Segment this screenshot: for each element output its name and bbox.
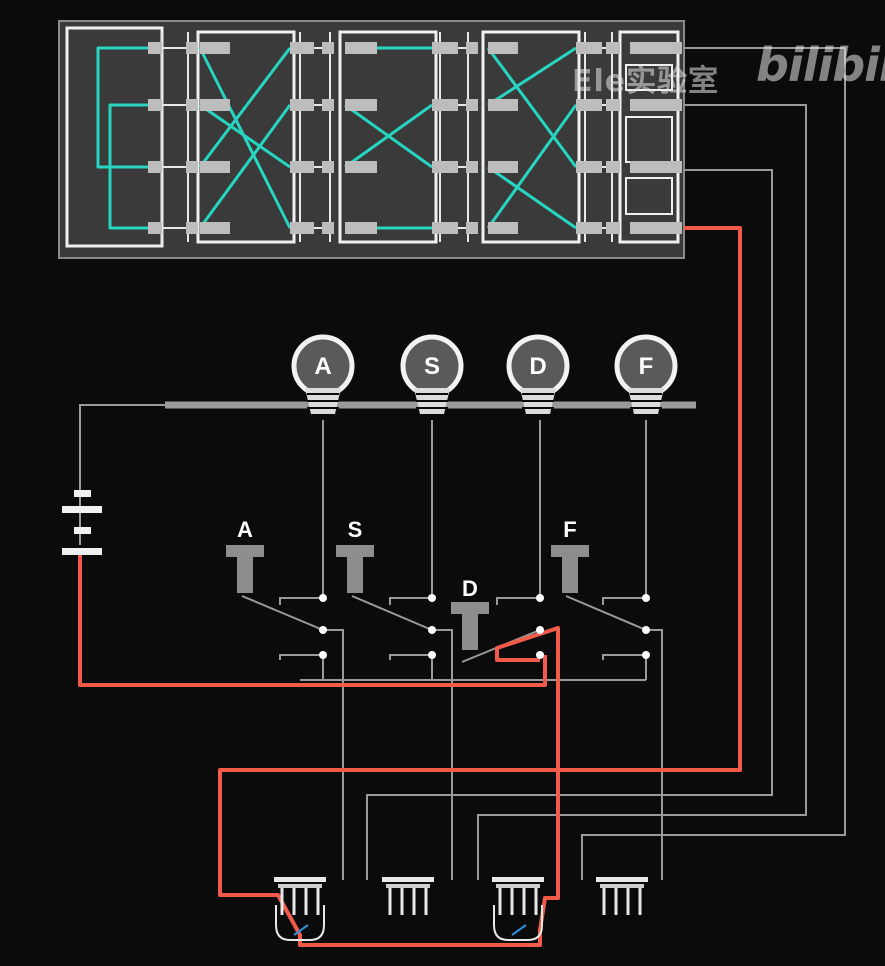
rotor-contact bbox=[432, 222, 458, 234]
rotor-contact bbox=[345, 99, 377, 111]
active-current-path bbox=[78, 226, 742, 947]
rotor-3-frame bbox=[196, 30, 296, 244]
lamp-label: D bbox=[529, 353, 546, 380]
rotor-contact bbox=[576, 99, 602, 111]
rotor-contact bbox=[345, 161, 377, 173]
lamp-label: S bbox=[424, 353, 440, 380]
rotor-contact bbox=[322, 42, 334, 54]
lamp-f: F bbox=[614, 334, 678, 414]
plug-socket bbox=[382, 877, 434, 915]
rotor-contact bbox=[466, 42, 478, 54]
lamp-s: S bbox=[400, 334, 464, 414]
lamp-a: A bbox=[291, 334, 355, 414]
rotor-contact bbox=[576, 222, 602, 234]
rotor-contact bbox=[148, 99, 162, 111]
rotor-contact bbox=[345, 42, 377, 54]
watermark-text: Ele实验室 bbox=[572, 64, 720, 99]
rotor-contact bbox=[148, 161, 162, 173]
plug-socket bbox=[492, 877, 544, 941]
rotor-contact bbox=[200, 222, 230, 234]
circuit-wires bbox=[79, 47, 846, 880]
rotor-contact bbox=[322, 99, 334, 111]
plugboard-sockets bbox=[274, 877, 648, 941]
key-label: A bbox=[237, 517, 253, 542]
rotor-contact bbox=[606, 161, 620, 173]
key-a-button[interactable]: A bbox=[226, 517, 264, 593]
key-label: F bbox=[563, 517, 576, 542]
rotor-contact bbox=[186, 161, 198, 173]
entry-wheel-frame bbox=[618, 30, 680, 244]
entry-contact bbox=[630, 222, 682, 234]
rotor-contact bbox=[488, 222, 518, 234]
rotor-contact bbox=[200, 161, 230, 173]
rotor-contact bbox=[606, 42, 620, 54]
key-label: S bbox=[348, 517, 363, 542]
rotor-contact bbox=[290, 42, 314, 54]
rotor-contact bbox=[200, 42, 230, 54]
rotor-scramble-wiring bbox=[96, 46, 578, 230]
rotor-contact bbox=[432, 42, 458, 54]
key-label: D bbox=[462, 576, 478, 601]
rotor-contact bbox=[290, 161, 314, 173]
rotor-contact bbox=[432, 161, 458, 173]
entry-contact bbox=[630, 99, 682, 111]
rotor-contact bbox=[186, 222, 198, 234]
plug-socket bbox=[274, 877, 326, 941]
rotor-contact bbox=[576, 161, 602, 173]
lamp-label: A bbox=[314, 353, 331, 380]
switch-contacts bbox=[319, 594, 650, 659]
rotor-1-frame bbox=[481, 30, 581, 244]
rotor-contact bbox=[186, 42, 198, 54]
rotor-contact bbox=[576, 42, 602, 54]
rotor-contact bbox=[432, 99, 458, 111]
rotor-contact bbox=[290, 99, 314, 111]
rotor-contact bbox=[606, 222, 620, 234]
lamp-label: F bbox=[639, 353, 654, 380]
rotor-contact bbox=[488, 42, 518, 54]
rotor-contact bbox=[322, 222, 334, 234]
key-s-button[interactable]: S bbox=[336, 517, 374, 593]
rotor-contact bbox=[148, 222, 162, 234]
rotor-contact bbox=[322, 161, 334, 173]
rotor-contact bbox=[466, 161, 478, 173]
rotor-contact bbox=[290, 222, 314, 234]
rotor-panel bbox=[58, 20, 685, 259]
rotor-contact bbox=[148, 42, 162, 54]
key-d-button[interactable]: D bbox=[451, 576, 489, 650]
rotor-contact bbox=[345, 222, 377, 234]
lamp-d: D bbox=[506, 334, 570, 414]
rotor-contact bbox=[488, 99, 518, 111]
rotor-contact bbox=[488, 161, 518, 173]
rotor-contact bbox=[466, 99, 478, 111]
entry-contact bbox=[630, 42, 682, 54]
entry-contact bbox=[630, 161, 682, 173]
key-f-button[interactable]: F bbox=[551, 517, 589, 593]
rotor-contact bbox=[200, 99, 230, 111]
rotor-contact bbox=[186, 99, 198, 111]
bilibili-logo: bilibili bbox=[756, 38, 885, 92]
plug-socket bbox=[596, 877, 648, 915]
rotor-contact bbox=[606, 99, 620, 111]
rotor-contact bbox=[466, 222, 478, 234]
rotor-2-frame bbox=[338, 30, 438, 244]
keyboard: A S D F bbox=[226, 517, 650, 659]
battery-symbol bbox=[62, 490, 102, 555]
